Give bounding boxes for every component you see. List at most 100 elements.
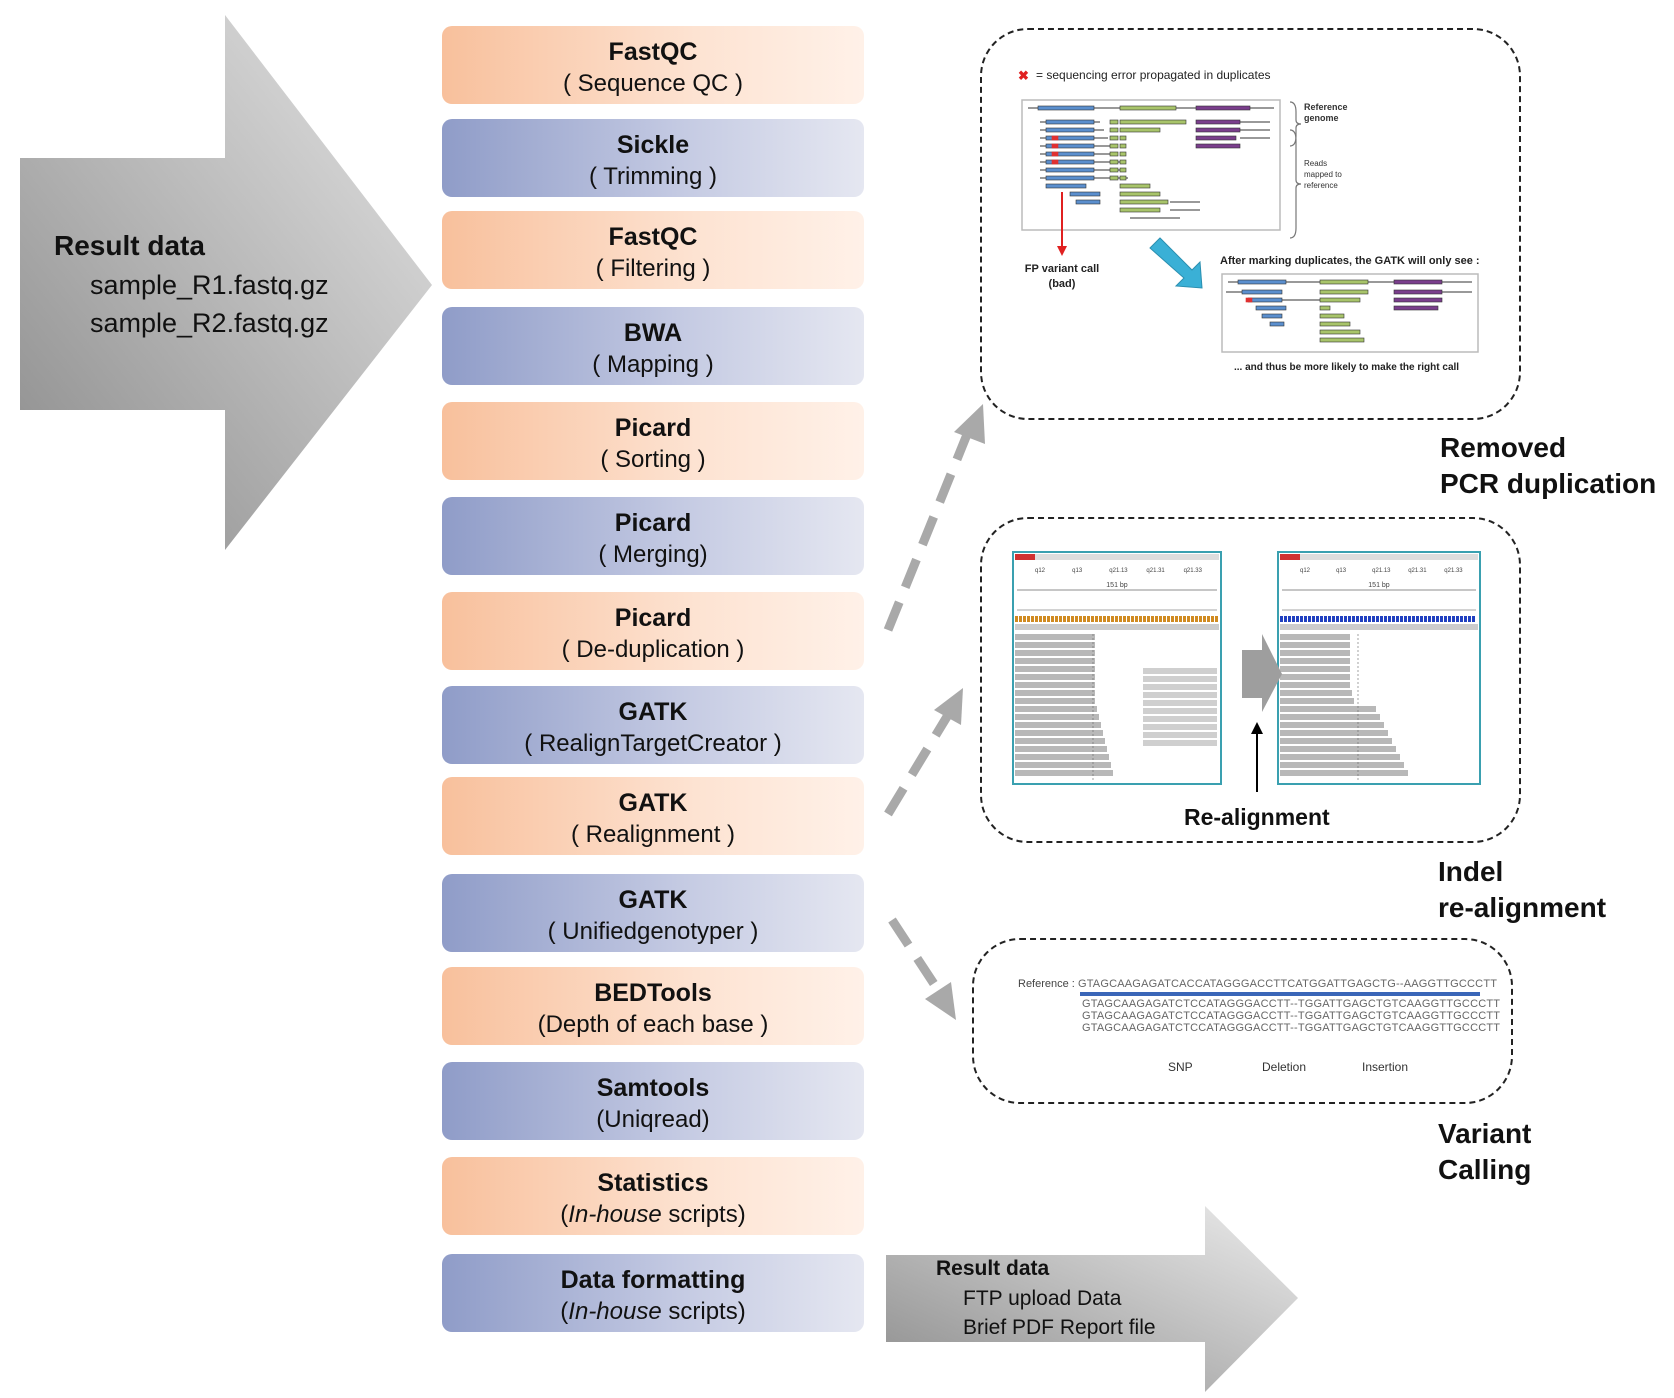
connector-dedup — [883, 430, 973, 632]
pipeline-step: Picard( Merging) — [442, 497, 864, 575]
read-bar — [1045, 151, 1095, 157]
pipeline-step: Samtools (Uniqread) — [442, 1062, 864, 1140]
read-bar — [1319, 297, 1361, 303]
read-bar — [1241, 289, 1283, 295]
read-bar — [1119, 135, 1127, 141]
read-bar — [1319, 337, 1365, 343]
step-description: (Uniqread) — [596, 1106, 710, 1133]
svg-text:q12: q12 — [1035, 568, 1046, 574]
read-bar — [1051, 143, 1059, 149]
read-bar — [1319, 329, 1361, 335]
read-bar — [1119, 167, 1127, 173]
dedup-caption: Removed PCR duplication — [1440, 432, 1657, 499]
svg-text:Reference: Reference — [1304, 102, 1348, 112]
connector-variant — [888, 917, 942, 993]
svg-text:q13: q13 — [1072, 568, 1083, 574]
pipeline-step: Picard( Sorting ) — [442, 402, 864, 480]
pipeline-step: Statistics (In-house scripts) — [442, 1157, 864, 1235]
step-tool: Statistics — [597, 1169, 709, 1197]
read-bar — [1119, 199, 1169, 205]
read-bar — [1393, 289, 1443, 295]
read-bar — [1195, 143, 1241, 149]
output-arrow — [886, 1206, 1298, 1392]
read-bar — [1319, 313, 1345, 319]
svg-text:After marking duplicates, the: After marking duplicates, the GATK will … — [1220, 255, 1480, 267]
input-file: sample_R2.fastq.gz — [90, 308, 329, 338]
read-bar — [1195, 105, 1251, 111]
step-description: (Depth of each base ) — [537, 1011, 769, 1038]
read-bar — [1119, 143, 1127, 149]
input-file: sample_R1.fastq.gz — [90, 270, 329, 300]
read-bar — [1119, 175, 1127, 181]
read-bar — [1051, 151, 1059, 157]
input-arrow — [20, 15, 432, 550]
snp-label: SNP — [1168, 1060, 1193, 1074]
svg-text:FP variant call: FP variant call — [1025, 263, 1099, 275]
reference-bar — [1080, 992, 1480, 996]
step-tool: GATK — [618, 698, 688, 726]
read-bar — [1045, 159, 1095, 165]
read-bar — [1069, 191, 1101, 197]
pipeline-step: BWA ( Mapping ) — [442, 307, 864, 385]
read-bar — [1255, 305, 1287, 311]
realignment-label: Re-alignment — [1184, 804, 1330, 830]
read-bar — [1109, 119, 1119, 125]
read-bar — [1393, 297, 1443, 303]
step-description: ( Filtering ) — [595, 255, 711, 282]
read-bar — [1045, 183, 1087, 189]
read-bar — [1319, 289, 1369, 295]
step-description: ( Sequence QC ) — [562, 70, 744, 97]
read-bar — [1045, 135, 1095, 141]
step-description: ( Mapping ) — [592, 351, 714, 378]
step-description: ( Trimming ) — [589, 163, 717, 190]
step-tool: Picard — [614, 604, 692, 632]
read-bar — [1051, 135, 1059, 141]
step-tool: FastQC — [608, 223, 698, 251]
variant-alignment: Reference : GTAGCAAGAGATCACCATAGGGACCTTC… — [1018, 978, 1500, 1034]
svg-text:q21.31: q21.31 — [1146, 568, 1165, 574]
step-tool: GATK — [618, 886, 688, 914]
pipeline-step: Picard( De-duplication ) — [442, 592, 864, 670]
variant-caption: Variant Calling — [1438, 1118, 1532, 1185]
read-bar — [1319, 279, 1369, 285]
pipeline-step: GATK ( RealignTargetCreator ) — [442, 686, 864, 764]
step-tool: BWA — [623, 319, 683, 347]
error-x-icon: ✖ — [1018, 68, 1029, 83]
svg-text:q21.33: q21.33 — [1444, 568, 1463, 574]
read-bar — [1045, 127, 1095, 133]
output-item: FTP upload Data — [963, 1287, 1122, 1310]
step-tool: Picard — [614, 509, 692, 537]
pipeline-step: GATK( Unifiedgenotyper ) — [442, 874, 864, 952]
step-description: ( RealignTargetCreator ) — [524, 730, 782, 757]
read-bar — [1045, 167, 1095, 173]
read-bar — [1393, 305, 1439, 311]
deletion-label: Deletion — [1262, 1060, 1307, 1074]
step-tool: Samtools — [596, 1074, 710, 1102]
read-bar — [1319, 321, 1351, 327]
step-description: (In-house scripts) — [560, 1298, 746, 1325]
dedup-panel — [980, 28, 1521, 420]
read-bar — [1119, 151, 1127, 157]
read-bar — [1037, 105, 1095, 111]
svg-text:Reads: Reads — [1304, 159, 1327, 168]
step-tool: GATK — [618, 789, 688, 817]
read-bar — [1237, 279, 1287, 285]
read-bar — [1119, 207, 1161, 213]
arrowhead-variant — [925, 982, 956, 1020]
insertion-label: Insertion — [1362, 1060, 1409, 1074]
step-description: (In-house scripts) — [560, 1201, 746, 1228]
step-tool: FastQC — [608, 38, 698, 66]
svg-text:(bad): (bad) — [1049, 278, 1076, 290]
indel-panel — [980, 517, 1521, 843]
step-description: ( Realignment ) — [570, 821, 736, 848]
read-bar — [1269, 321, 1285, 327]
output-title: Result data — [936, 1257, 1050, 1280]
read-sequence: GTAGCAAGAGATCTCCATAGGGACCTT--TGGATTGAGCT… — [1082, 1022, 1501, 1034]
read-bar — [1119, 119, 1187, 125]
read-sequence: GTAGCAAGAGATCTCCATAGGGACCTT--TGGATTGAGCT… — [1082, 998, 1501, 1010]
pipeline-step: BEDTools(Depth of each base ) — [442, 967, 864, 1045]
read-bar — [1075, 199, 1101, 205]
svg-text:q12: q12 — [1300, 568, 1311, 574]
